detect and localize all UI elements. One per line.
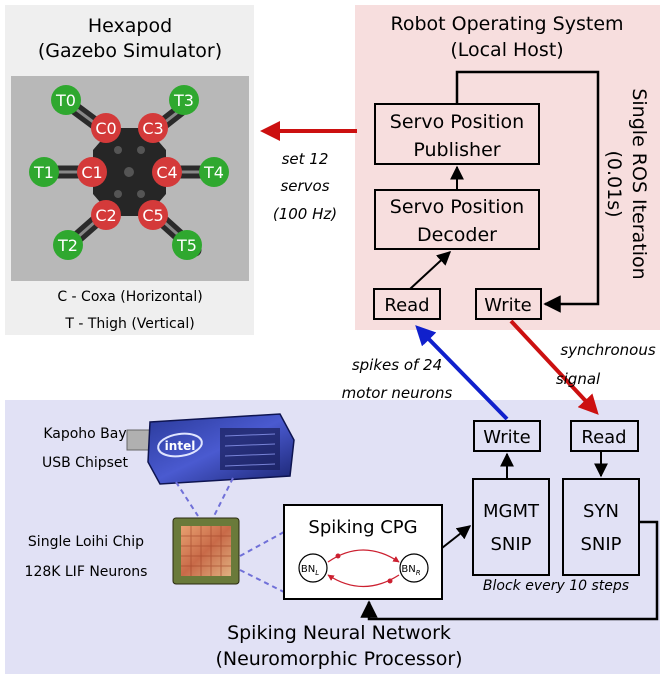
spiking-cpg-box [283, 504, 443, 600]
mgmt-label-1: MGMT [483, 501, 540, 522]
hexapod-title: Hexapod [88, 15, 172, 37]
bn-connection-bottom [327, 574, 400, 588]
set-servos-line3: (100 Hz) [273, 205, 337, 223]
publisher-label-1: Servo Position [390, 111, 524, 133]
thigh-label-t1: T1 [33, 163, 54, 182]
bn-right-label: BNR [401, 564, 420, 577]
kapoho-label-2: USB Chipset [42, 455, 129, 471]
usb-logo-text: intel [165, 439, 196, 453]
sync-label: synchronous signal [556, 341, 656, 388]
bn-connection-top [327, 549, 400, 563]
hexapod-panel: Hexapod (Gazebo Simulator) [5, 5, 254, 335]
ros-panel: Robot Operating System (Local Host) Serv… [355, 5, 660, 330]
thigh-label-t4: T4 [203, 163, 224, 182]
loihi-label-1: Single Loihi Chip [28, 534, 144, 550]
coxa-label-c1: C1 [81, 163, 102, 182]
set-servos-line1: set 12 [282, 150, 329, 168]
set-servos-label: set 12 servos (100 Hz) [273, 150, 337, 223]
mgmt-label-2: SNIP [490, 534, 531, 555]
publisher-label-2: Publisher [413, 139, 500, 161]
bn-right-node [399, 553, 429, 583]
thigh-label-t3: T3 [173, 91, 194, 110]
coxa-label-c5: C5 [142, 206, 163, 225]
set-servos-line2: servos [280, 177, 329, 195]
thigh-label-t5: T5 [176, 236, 197, 255]
coxa-label-c4: C4 [156, 163, 177, 182]
neuro-title: Spiking Neural Network [227, 622, 451, 644]
neuro-read-box [570, 420, 639, 452]
thigh-joints [29, 85, 229, 260]
coxa-label-c2: C2 [95, 206, 116, 225]
hexapod-subtitle: (Gazebo Simulator) [38, 40, 222, 62]
ros-write-box [475, 288, 542, 320]
cpg-to-mgmt-arrow [441, 525, 472, 549]
sync-line1: synchronous [560, 341, 655, 359]
spikes-line2: motor neurons [342, 384, 453, 402]
syn-snip-box [562, 478, 640, 576]
decoder-label-1: Servo Position [390, 196, 524, 218]
legend-coxa: C - Coxa (Horizontal) [57, 289, 202, 305]
mgmt-snip-box [472, 478, 550, 576]
syn-label-1: SYN [583, 501, 619, 522]
bn-left-label: BNL [301, 564, 319, 577]
neuro-write-box [473, 420, 541, 452]
coxa-label-c0: C0 [95, 119, 116, 138]
syn-to-cpg-feedback-arrow [360, 520, 659, 621]
thigh-labels: T0 T1 T2 T3 T4 T5 [33, 91, 224, 255]
loihi-chip-image [172, 517, 240, 585]
spiking-cpg-title: Spiking CPG [308, 517, 417, 538]
ros-read-box [373, 288, 441, 320]
ros-subtitle: (Local Host) [450, 39, 563, 61]
kapoho-bay-usb-image: intel [126, 413, 295, 485]
syn-label-2: SNIP [580, 534, 621, 555]
spikes-label: spikes of 24 motor neurons [342, 356, 453, 402]
neuro-write-label: Write [483, 427, 531, 448]
body-holes [114, 146, 145, 198]
zoom-lines [175, 477, 285, 593]
ros-read-label: Read [384, 295, 429, 316]
read-to-decoder-arrow [409, 251, 452, 290]
bn-left-node [298, 553, 328, 583]
decoder-label-2: Decoder [417, 224, 497, 246]
coxa-joints [77, 113, 182, 230]
ros-iteration-time: (0.01s) [603, 150, 625, 217]
ros-write-label: Write [484, 295, 532, 316]
ros-title: Robot Operating System [390, 13, 623, 35]
kapoho-label-1: Kapoho Bay [43, 426, 126, 442]
neuro-read-label: Read [581, 427, 626, 448]
bn-synapse-top [335, 553, 341, 559]
loihi-label-2: 128K LIF Neurons [25, 564, 148, 580]
ros-panel-bg [355, 5, 660, 330]
thigh-label-t2: T2 [57, 236, 78, 255]
ros-iteration-label: Single ROS Iteration [628, 88, 650, 279]
servo-position-publisher-box [374, 103, 540, 165]
neuro-subtitle: (Neuromorphic Processor) [215, 648, 462, 670]
spikes-arrow [415, 325, 509, 421]
block-note: Block every 10 steps [483, 578, 629, 594]
legend-thigh: T - Thigh (Vertical) [64, 316, 194, 332]
neuro-panel: Kapoho Bay USB Chipset Single Loihi Chip… [5, 400, 660, 674]
synchronous-signal-arrow [509, 319, 599, 415]
coxa-label-c3: C3 [142, 119, 163, 138]
bn-synapse-bottom [387, 578, 393, 584]
thigh-label-t0: T0 [55, 91, 76, 110]
ros-iteration-loop-arrow [455, 70, 600, 313]
spikes-line1: spikes of 24 [352, 356, 442, 374]
sync-line2: signal [556, 370, 601, 388]
coxa-labels: C0 C1 C2 C3 C4 C5 [81, 119, 177, 225]
